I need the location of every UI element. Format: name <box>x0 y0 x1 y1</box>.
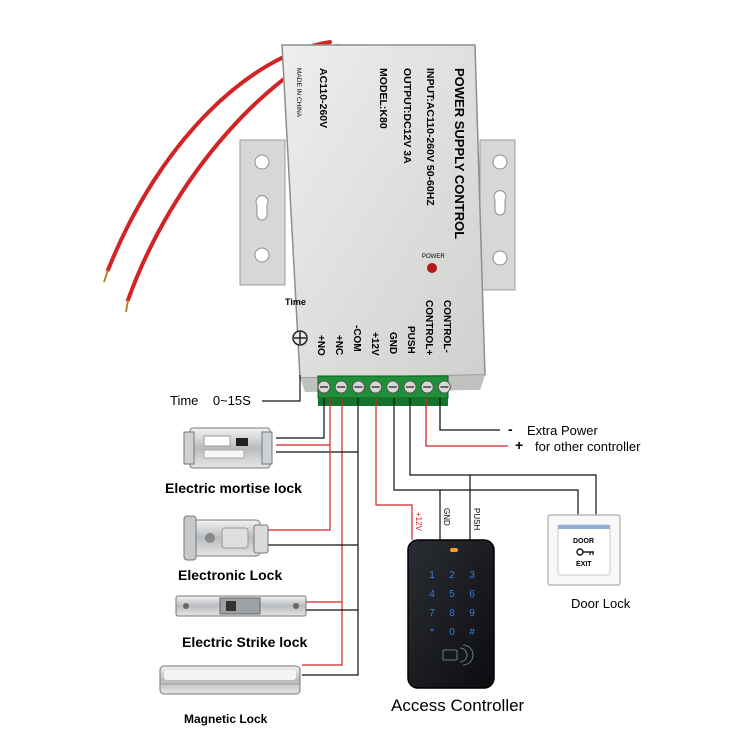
keypad-key[interactable]: 5 <box>449 589 455 600</box>
door-button-text-1: DOOR <box>573 538 594 545</box>
door-lock-label: Door Lock <box>571 596 631 611</box>
psu-time-label: Time <box>285 297 306 307</box>
keypad-key[interactable]: 6 <box>469 589 475 600</box>
wire-label-push: PUSH <box>472 508 481 530</box>
psu-title: POWER SUPPLY CONTROL <box>452 68 467 239</box>
lock-wiring <box>268 398 359 676</box>
wire-label-12v: +12V <box>414 512 423 532</box>
keypad-key[interactable]: 0 <box>449 627 455 638</box>
terminal-label-push: PUSH <box>405 326 416 354</box>
time-range-label: Time 0~15S <box>170 393 251 408</box>
access-controller-keypad: 1 2 3 4 5 6 7 8 9 * 0 # <box>407 539 495 689</box>
terminal-label-com: -COM <box>351 325 362 352</box>
psu-labels: POWER SUPPLY CONTROL INPUT:AC110-260V 50… <box>285 68 467 356</box>
keypad-key[interactable]: * <box>430 627 434 638</box>
keypad-key[interactable]: 2 <box>449 570 455 581</box>
controller-wiring: +12V GND PUSH <box>375 398 597 540</box>
access-controller-label: Access Controller <box>391 696 525 715</box>
keypad-key[interactable]: 3 <box>469 570 475 581</box>
power-led <box>427 263 437 273</box>
terminal-label-no: +NO <box>315 335 326 356</box>
extra-power-plus: + <box>515 437 523 453</box>
electric-strike-lock-image <box>175 595 307 617</box>
psu-ac-rating: AC110-260V <box>317 68 329 128</box>
terminal-label-control-minus: CONTROL- <box>441 300 452 353</box>
terminal-label-12v: +12V <box>369 332 380 356</box>
psu-input: INPUT:AC110-260V 50-60HZ <box>424 68 436 206</box>
electric-mortise-lock-image <box>183 427 273 469</box>
terminal-block <box>317 375 451 406</box>
magnetic-lock-label: Magnetic Lock <box>184 712 268 726</box>
keypad-key[interactable]: 1 <box>429 570 435 581</box>
electric-mortise-lock-label: Electric mortise lock <box>165 480 302 496</box>
psu-model: MODEL:K80 <box>377 68 389 129</box>
wire-label-gnd: GND <box>442 508 451 526</box>
key-icon <box>576 548 594 556</box>
terminal-label-control-plus: CONTROL+ <box>423 300 434 355</box>
psu-power-led-label: POWER <box>422 254 445 260</box>
extra-power-minus: - <box>508 421 513 437</box>
magnetic-lock-image <box>159 665 301 695</box>
time-annotation: Time 0~15S <box>170 375 301 408</box>
door-exit-button: DOOR EXIT <box>547 514 621 586</box>
psu-made-in: MADE IN CHINA <box>295 68 302 118</box>
keypad-key[interactable]: 4 <box>429 589 435 600</box>
terminal-label-nc: +NC <box>333 335 344 355</box>
psu-output: OUTPUT:DC12V 3A <box>401 68 413 164</box>
terminal-label-gnd: GND <box>387 332 398 354</box>
keypad-key[interactable]: 7 <box>429 608 435 619</box>
extra-power-label: Extra Power <box>527 423 598 438</box>
extra-power-wires: - Extra Power + for other controller <box>425 398 641 454</box>
keypad-key[interactable]: # <box>469 627 475 638</box>
electronic-lock-image <box>183 515 269 561</box>
psu-mounting-ears <box>239 139 516 291</box>
door-button-text-2: EXIT <box>576 561 592 568</box>
keypad-key[interactable]: 8 <box>449 608 455 619</box>
other-controller-label: for other controller <box>535 439 641 454</box>
rfid-icon <box>442 644 474 666</box>
electric-strike-lock-label: Electric Strike lock <box>182 634 308 650</box>
keypad-key[interactable]: 9 <box>469 608 475 619</box>
electronic-lock-label: Electronic Lock <box>178 567 282 583</box>
